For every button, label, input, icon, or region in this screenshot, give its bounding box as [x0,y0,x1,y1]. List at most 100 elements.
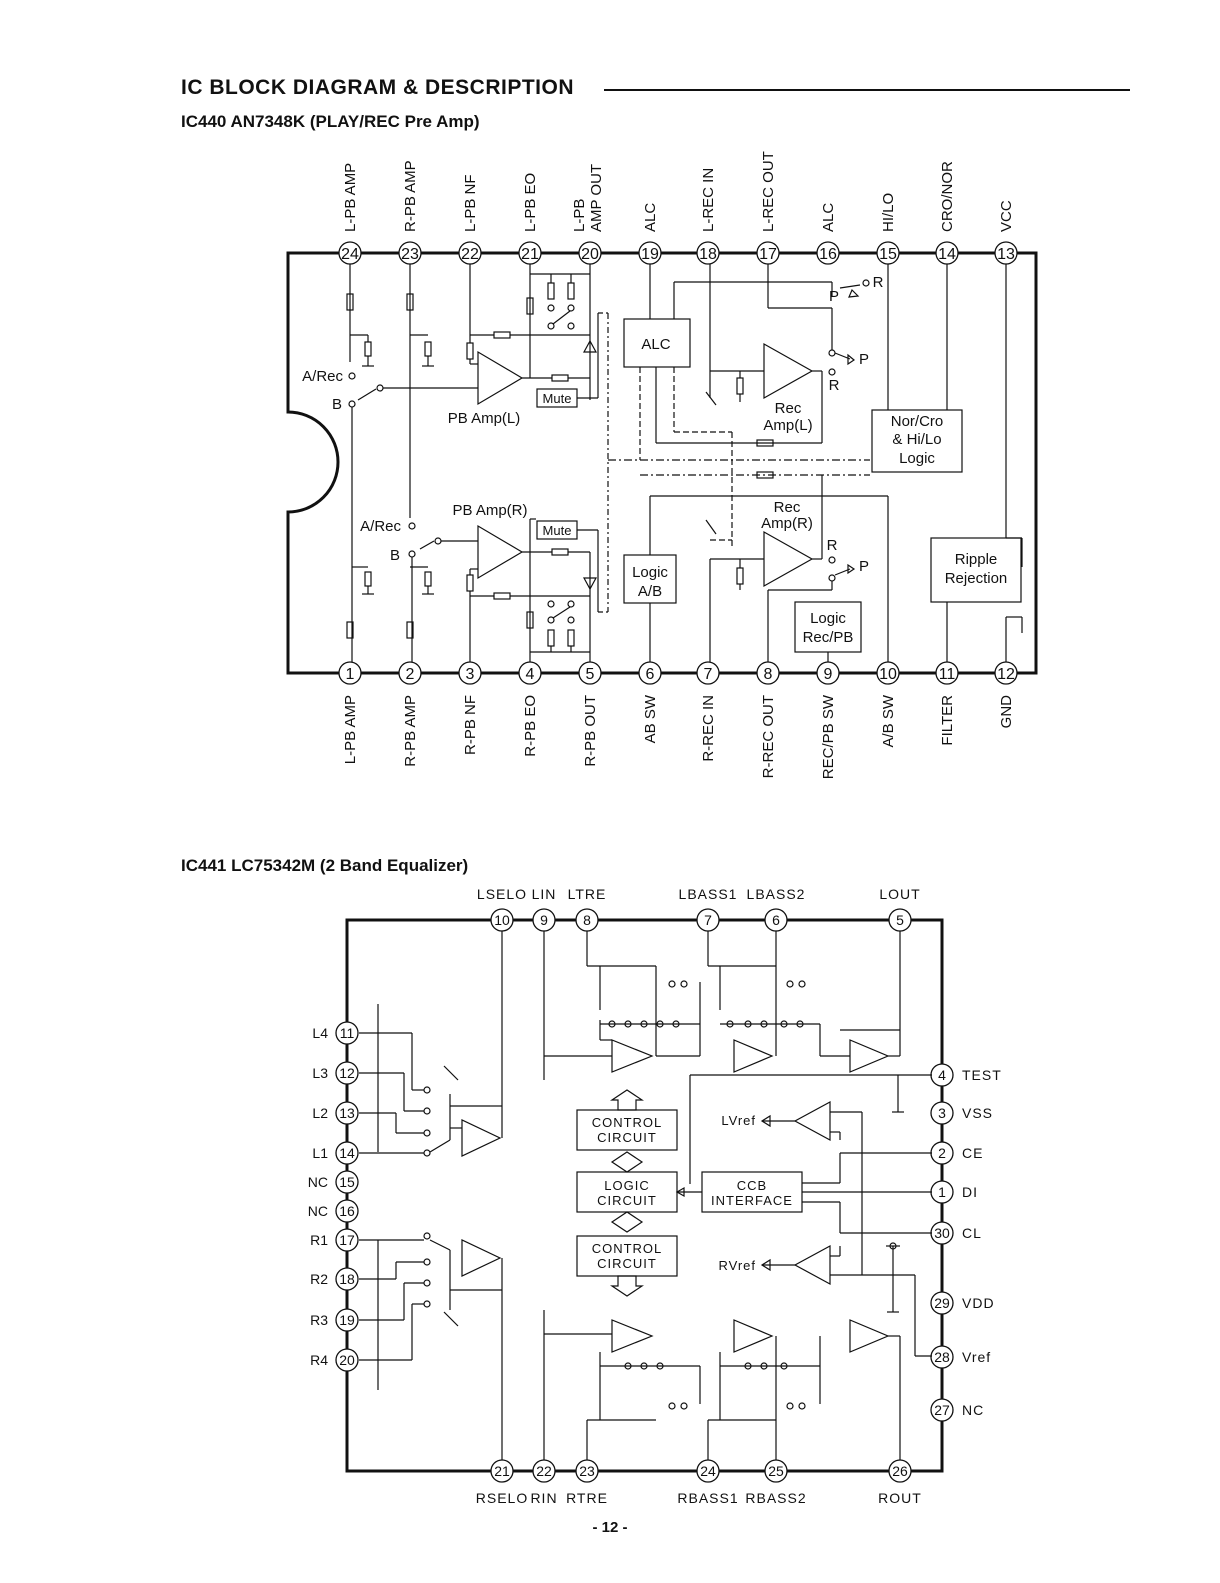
ic440-pin-label-6: AB SW [642,694,659,743]
ic441-pin-4: 4 [930,1063,954,1087]
pb-amp-r-label: PB Amp(R) [452,502,527,519]
ic440-pin-label-10: A/B SW [880,694,897,747]
ic440-pin-17: 17 [756,241,780,265]
ic440-pin-12: 12 [994,661,1018,685]
ic441-pin-label-24: RBASS1 [677,1490,738,1506]
pin-circle [335,1170,359,1194]
rec-amp-r-label-1: Rec [774,499,801,516]
rec-amp-l-label-1: Rec [775,400,802,417]
ic440-pin-13: 13 [994,241,1018,265]
pin-circle [335,1267,359,1291]
ic440-block-labels: ALC Mute Mute PB Amp(L) PB Amp(R) Rec Am… [302,274,1007,646]
ic441-pin-19: 19 [335,1308,359,1332]
ic440-title: IC440 AN7348K (PLAY/REC Pre Amp) [181,112,480,131]
pin-number: 25 [768,1463,784,1479]
pin-number: 10 [494,912,510,928]
logic-ab-label-2: A/B [638,583,662,600]
pin-number: 2 [406,666,415,683]
pin-number: 24 [341,246,359,263]
ic440-pin-label-20-b: AMP OUT [588,164,605,232]
ic441-pin-20: 20 [335,1348,359,1372]
ic441-pin-label-27: NC [962,1402,984,1418]
ic441-pin-label-19: R3 [310,1312,328,1328]
ripple-rejection-box [930,537,1022,603]
pin-circle [335,1061,359,1085]
ic440-chip-outline [286,251,1038,675]
ic441-pin-label-6: LBASS2 [747,886,806,902]
mute-label-r: Mute [543,523,572,538]
ic441-pin-28: 28 [930,1345,954,1369]
pin-number: 17 [339,1232,355,1248]
ic441-title: IC441 LC75342M (2 Band Equalizer) [181,856,469,875]
ic440-wiring [346,264,1023,662]
pin-number: 8 [764,666,773,683]
ic441-pin-label-1: DI [962,1184,978,1200]
pin-number: 6 [646,666,655,683]
ic441-pin-5: 5 [888,908,912,932]
ic440-pin-21: 21 [518,241,542,265]
ic441-pin-26: 26 [888,1459,912,1483]
pin-number: 4 [938,1067,946,1083]
ic441-pin-label-5: LOUT [879,886,920,902]
ccb-label-2: INTERFACE [711,1193,793,1208]
pin-circle [930,1101,954,1125]
ic441-pin-label-11: L4 [312,1025,328,1041]
pin-number: 19 [339,1312,355,1328]
pin-circle [696,661,720,685]
logic-ab-label-1: Logic [632,564,668,581]
pin-number: 18 [699,246,717,263]
pin-circle [335,1021,359,1045]
ic441-pin-label-15: NC [308,1174,328,1190]
ic440-pin-15: 15 [876,241,900,265]
ic440-pin-14: 14 [935,241,959,265]
norcro-label-3: Logic [899,450,935,467]
page-heading: IC BLOCK DIAGRAM & DESCRIPTION [181,76,574,99]
ic441-pin-12: 12 [335,1061,359,1085]
pin-number: 28 [934,1349,950,1365]
alc-box [623,318,691,368]
switch-r-label-1: R [873,274,884,291]
ic441-pin-18: 18 [335,1267,359,1291]
ic441-pin-27: 27 [930,1398,954,1422]
pin-circle [335,1199,359,1223]
ic440-pin-19: 19 [638,241,662,265]
ic440-pin-label-15: HI/LO [880,193,897,232]
ic440-pin-3: 3 [458,661,482,685]
ic441-pin-label-10: LSELO [477,886,527,902]
ic441-pin-label-4: TEST [962,1067,1002,1083]
pin-number: 23 [579,1463,595,1479]
ic440-pin-7: 7 [696,661,720,685]
pin-number: 13 [997,246,1015,263]
norcro-label-2: & Hi/Lo [892,431,941,448]
pin-number: 5 [896,912,904,928]
ic441-pin-label-21: RSELO [476,1490,528,1506]
resistor [346,293,354,311]
ic441-pin-24: 24 [696,1459,720,1483]
pin-number: 18 [339,1271,355,1287]
ic440-pin-20: 20 [578,241,602,265]
pin-circle [930,1398,954,1422]
page-number: - 12 - [592,1519,628,1536]
ic441-pin-label-17: R1 [310,1232,328,1248]
ic440-pin-label-1: L-PB AMP [342,695,359,764]
pin-number: 20 [581,246,599,263]
ic441-pin-label-13: L2 [312,1105,328,1121]
pin-number: 6 [772,912,780,928]
pin-number: 21 [521,246,539,263]
ic440-pin-2: 2 [398,661,422,685]
a-rec-label-l: A/Rec [302,368,343,385]
pin-number: 29 [934,1295,950,1311]
pin-number: 9 [824,666,833,683]
ic440-pin-label-3: R-PB NF [462,695,479,755]
pin-number: 22 [536,1463,552,1479]
ic441-pin-21: 21 [490,1459,514,1483]
ic440-pin-label-7: R-REC IN [700,695,717,762]
ic440-pin-label-12: GND [998,695,1015,729]
pin-circle [398,661,422,685]
ic441-pin-label-29: VDD [962,1295,995,1311]
pin-circle [335,1348,359,1372]
pin-number: 24 [700,1463,716,1479]
ic440-pin-label-9: REC/PB SW [820,694,837,779]
ic441-pin-3: 3 [930,1101,954,1125]
control-top-label-2: CIRCUIT [597,1130,657,1145]
